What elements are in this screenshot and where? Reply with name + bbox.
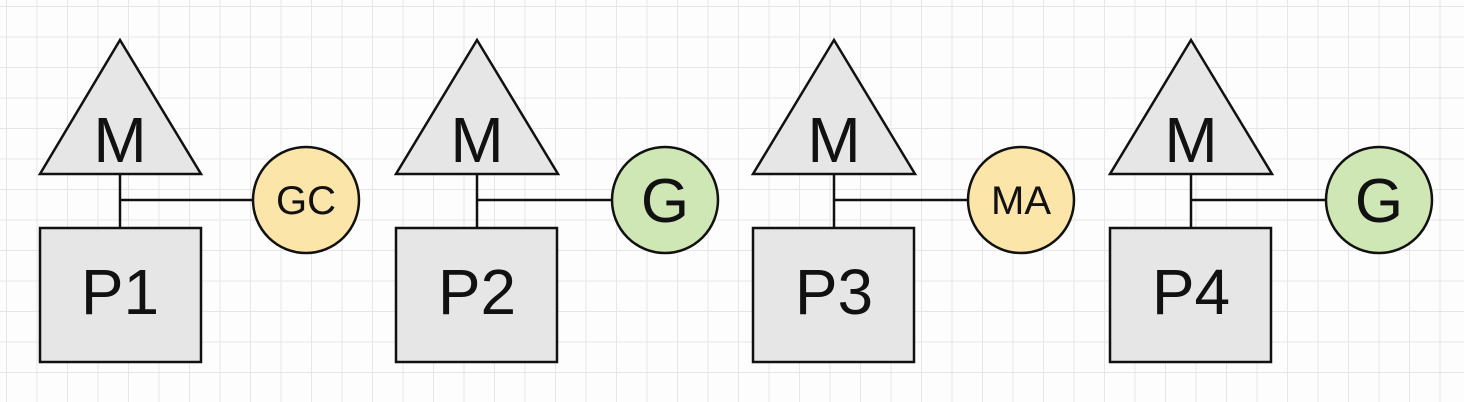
goroutine-circle-1 [251, 145, 361, 255]
goroutine-circle-3 [966, 145, 1076, 255]
goroutine-label-4: G [1355, 167, 1403, 236]
processor-box-4 [1108, 226, 1273, 364]
processor-box-2 [394, 226, 559, 364]
processor-label-2: P2 [438, 256, 516, 328]
processor-label-4: P4 [1152, 256, 1230, 328]
goroutine-label-2: G [641, 167, 689, 236]
unit-1: M P1 GC [37, 37, 361, 364]
processor-box-3 [751, 226, 916, 364]
machine-label-4: M [1164, 104, 1217, 176]
goroutine-circle-4 [1324, 145, 1434, 255]
goroutine-circle-2 [610, 145, 720, 255]
unit-3: M P3 MA [750, 37, 1076, 364]
processor-box-1 [38, 226, 203, 364]
unit-2: M P2 G [393, 37, 720, 364]
goroutine-label-3: MA [991, 179, 1051, 223]
machine-label-1: M [93, 104, 146, 176]
machine-label-3: M [807, 104, 860, 176]
unit-4: M P4 G [1107, 37, 1434, 364]
processor-label-3: P3 [795, 256, 873, 328]
goroutine-label-1: GC [276, 179, 336, 223]
processor-label-1: P1 [81, 256, 159, 328]
machine-label-2: M [450, 104, 503, 176]
